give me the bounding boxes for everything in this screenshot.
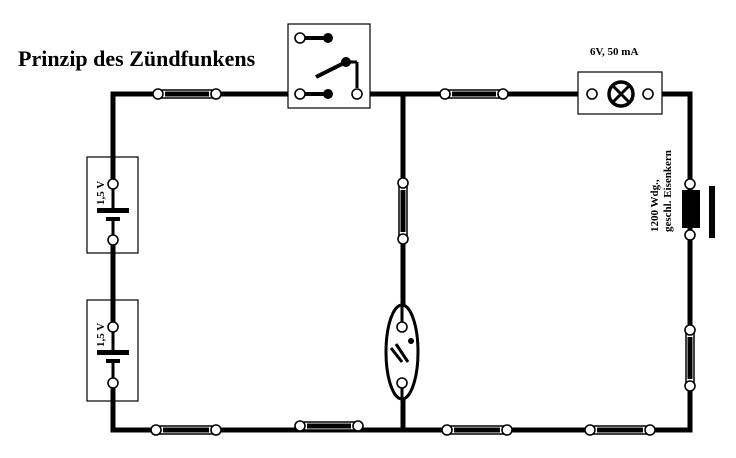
battery-top bbox=[86, 156, 139, 254]
connector-right-vertical bbox=[684, 324, 696, 392]
spark-gap-icon bbox=[384, 303, 420, 401]
switch-icon bbox=[287, 23, 371, 109]
connector-top-right bbox=[439, 88, 509, 100]
battery-bottom bbox=[86, 299, 139, 402]
coil-icon bbox=[682, 178, 715, 241]
coil-label-line1: 1200 Wdg., bbox=[649, 179, 661, 232]
connector-bottom-2 bbox=[294, 420, 364, 432]
diagram-title: Prinzip des Zündfunkens bbox=[18, 46, 256, 71]
battery-top-label: 1,5 V bbox=[95, 181, 107, 205]
connector-top-left bbox=[152, 88, 222, 100]
lamp-label: 6V, 50 mA bbox=[590, 46, 638, 58]
connector-bottom-1 bbox=[150, 424, 222, 436]
coil-label-line2: geschl. Eisenkern bbox=[662, 150, 674, 232]
connector-bottom-4 bbox=[584, 424, 656, 436]
lamp-icon bbox=[577, 71, 663, 115]
connector-middle-vertical bbox=[397, 177, 409, 245]
battery-bottom-label: 1,5 V bbox=[95, 323, 107, 347]
connector-bottom-3 bbox=[441, 424, 513, 436]
